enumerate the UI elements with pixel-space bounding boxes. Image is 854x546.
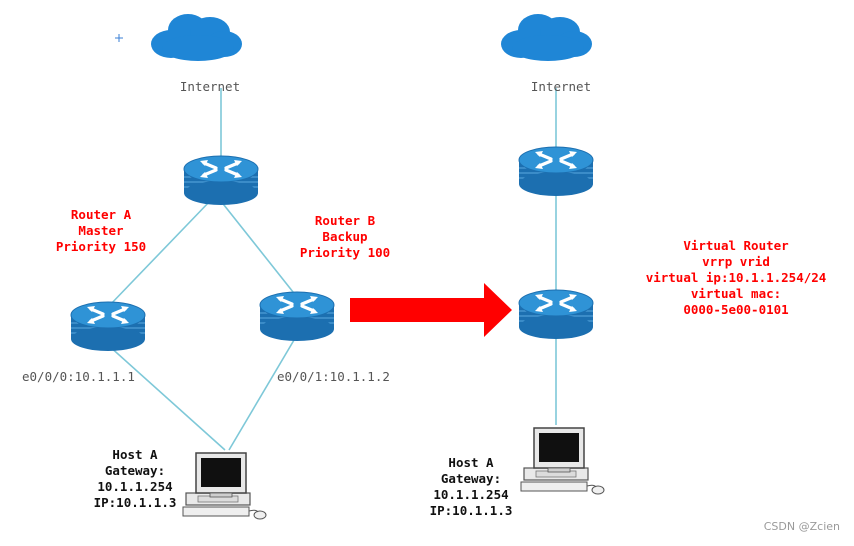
host-a-label-left: Host A Gateway: 10.1.1.254 IP:10.1.1.3 [82,447,188,511]
router-icon [69,300,147,353]
virtual-router-mac-label: virtual mac: [690,286,782,301]
host-ip: IP:10.1.1.3 [429,503,513,518]
host-gateway-label: Gateway: [440,471,502,486]
computer-icon [182,452,267,520]
cloud-icon [151,14,242,61]
virtual-router-label: Virtual Router vrrp vrid virtual ip:10.1… [630,238,842,318]
router-a-interface: e0/0/0:10.1.1.1 [22,369,135,384]
router-a-label: Router A Master Priority 150 [38,207,164,255]
host-name: Host A [448,455,494,470]
host-gateway-value: 10.1.1.254 [97,479,173,494]
router-a-priority: Priority 150 [55,239,147,254]
computer-icon [520,427,605,495]
host-gateway-label: Gateway: [104,463,166,478]
internet-label: Internet [179,79,241,94]
router-icon [182,154,260,207]
host-ip: IP:10.1.1.3 [93,495,177,510]
router-b-priority: Priority 100 [299,245,391,260]
internet-label: Internet [530,79,592,94]
router-icon [517,145,595,198]
router-b-name: Router B [314,213,376,228]
router-b-role: Backup [322,229,368,244]
router-icon [517,288,595,341]
host-gateway-value: 10.1.1.254 [433,487,509,502]
plus-mark [115,34,123,42]
watermark: CSDN @Zcien [763,520,840,533]
left-links [107,88,298,451]
router-a-name: Router A [70,207,132,222]
virtual-router-title: Virtual Router [683,238,789,253]
cloud-icon [501,14,592,61]
virtual-router-mac: 0000-5e00-0101 [683,302,789,317]
right-arrow-icon [350,283,512,337]
virtual-router-vrid: vrrp vrid [702,254,770,269]
router-icon [258,290,336,343]
router-a-role: Master [78,223,124,238]
host-name: Host A [112,447,158,462]
router-b-interface: e0/0/1:10.1.1.2 [277,369,390,384]
host-a-label-right: Host A Gateway: 10.1.1.254 IP:10.1.1.3 [418,455,524,519]
router-b-label: Router B Backup Priority 100 [281,213,409,261]
virtual-router-ip: virtual ip:10.1.1.254/24 [645,270,827,285]
